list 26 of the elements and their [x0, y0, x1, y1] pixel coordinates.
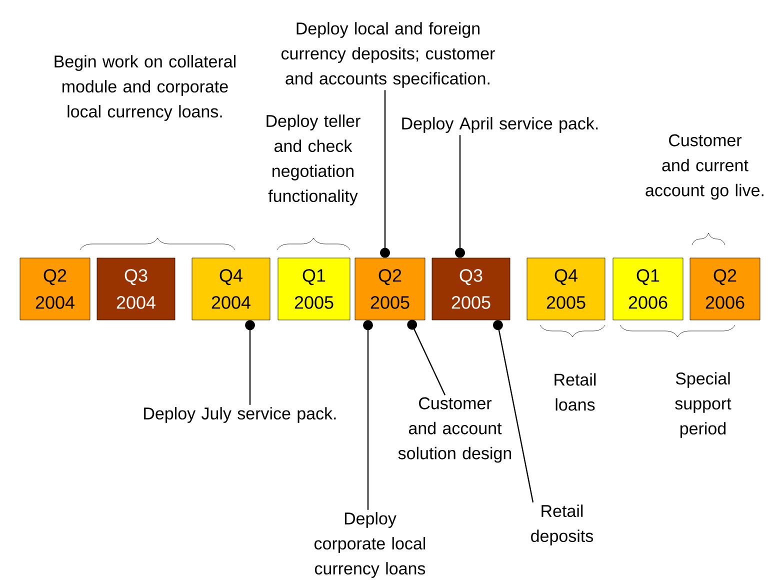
quarter-box: Q4 2004 [192, 258, 270, 320]
callout-text: Deploy corporate local currency loans [314, 512, 426, 578]
leader-line [380, 90, 390, 258]
quarter-box: Q1 2005 [278, 258, 350, 320]
quarter-box: Q2 2005 [354, 258, 426, 320]
annotation-text: Deploy teller and check negotiation functionality [266, 114, 360, 206]
quarter-box: Q3 2005 [432, 258, 510, 320]
leader-line [245, 320, 255, 405]
callout-text: Deploy July service pack. [144, 407, 336, 423]
quarter-box: Q3 2004 [96, 258, 176, 320]
annotation-text: Special support period [675, 372, 732, 438]
quarter-box: Q2 2006 [690, 258, 760, 320]
callout-text: Retail deposits [531, 504, 594, 546]
callout-text: Deploy local and foreign currency deposits; customer and accounts specification. [282, 22, 495, 88]
leader-line [407, 320, 446, 396]
callout-text: Deploy April service pack. [402, 117, 598, 133]
leader-line [492, 320, 534, 502]
annotation-text: Retail loans [554, 373, 596, 411]
quarter-box: Q4 2005 [526, 258, 606, 320]
quarter-box: Q2 2004 [20, 258, 90, 320]
annotation-text: Customer and current account go live. [646, 134, 764, 200]
leader-line [363, 320, 373, 510]
annotation-text: Begin work on collateral module and corporate local currency loans. [54, 55, 236, 121]
quarter-box: Q1 2006 [612, 258, 684, 320]
leader-line [455, 135, 465, 258]
callout-text: Customer and account solution design [398, 397, 512, 463]
